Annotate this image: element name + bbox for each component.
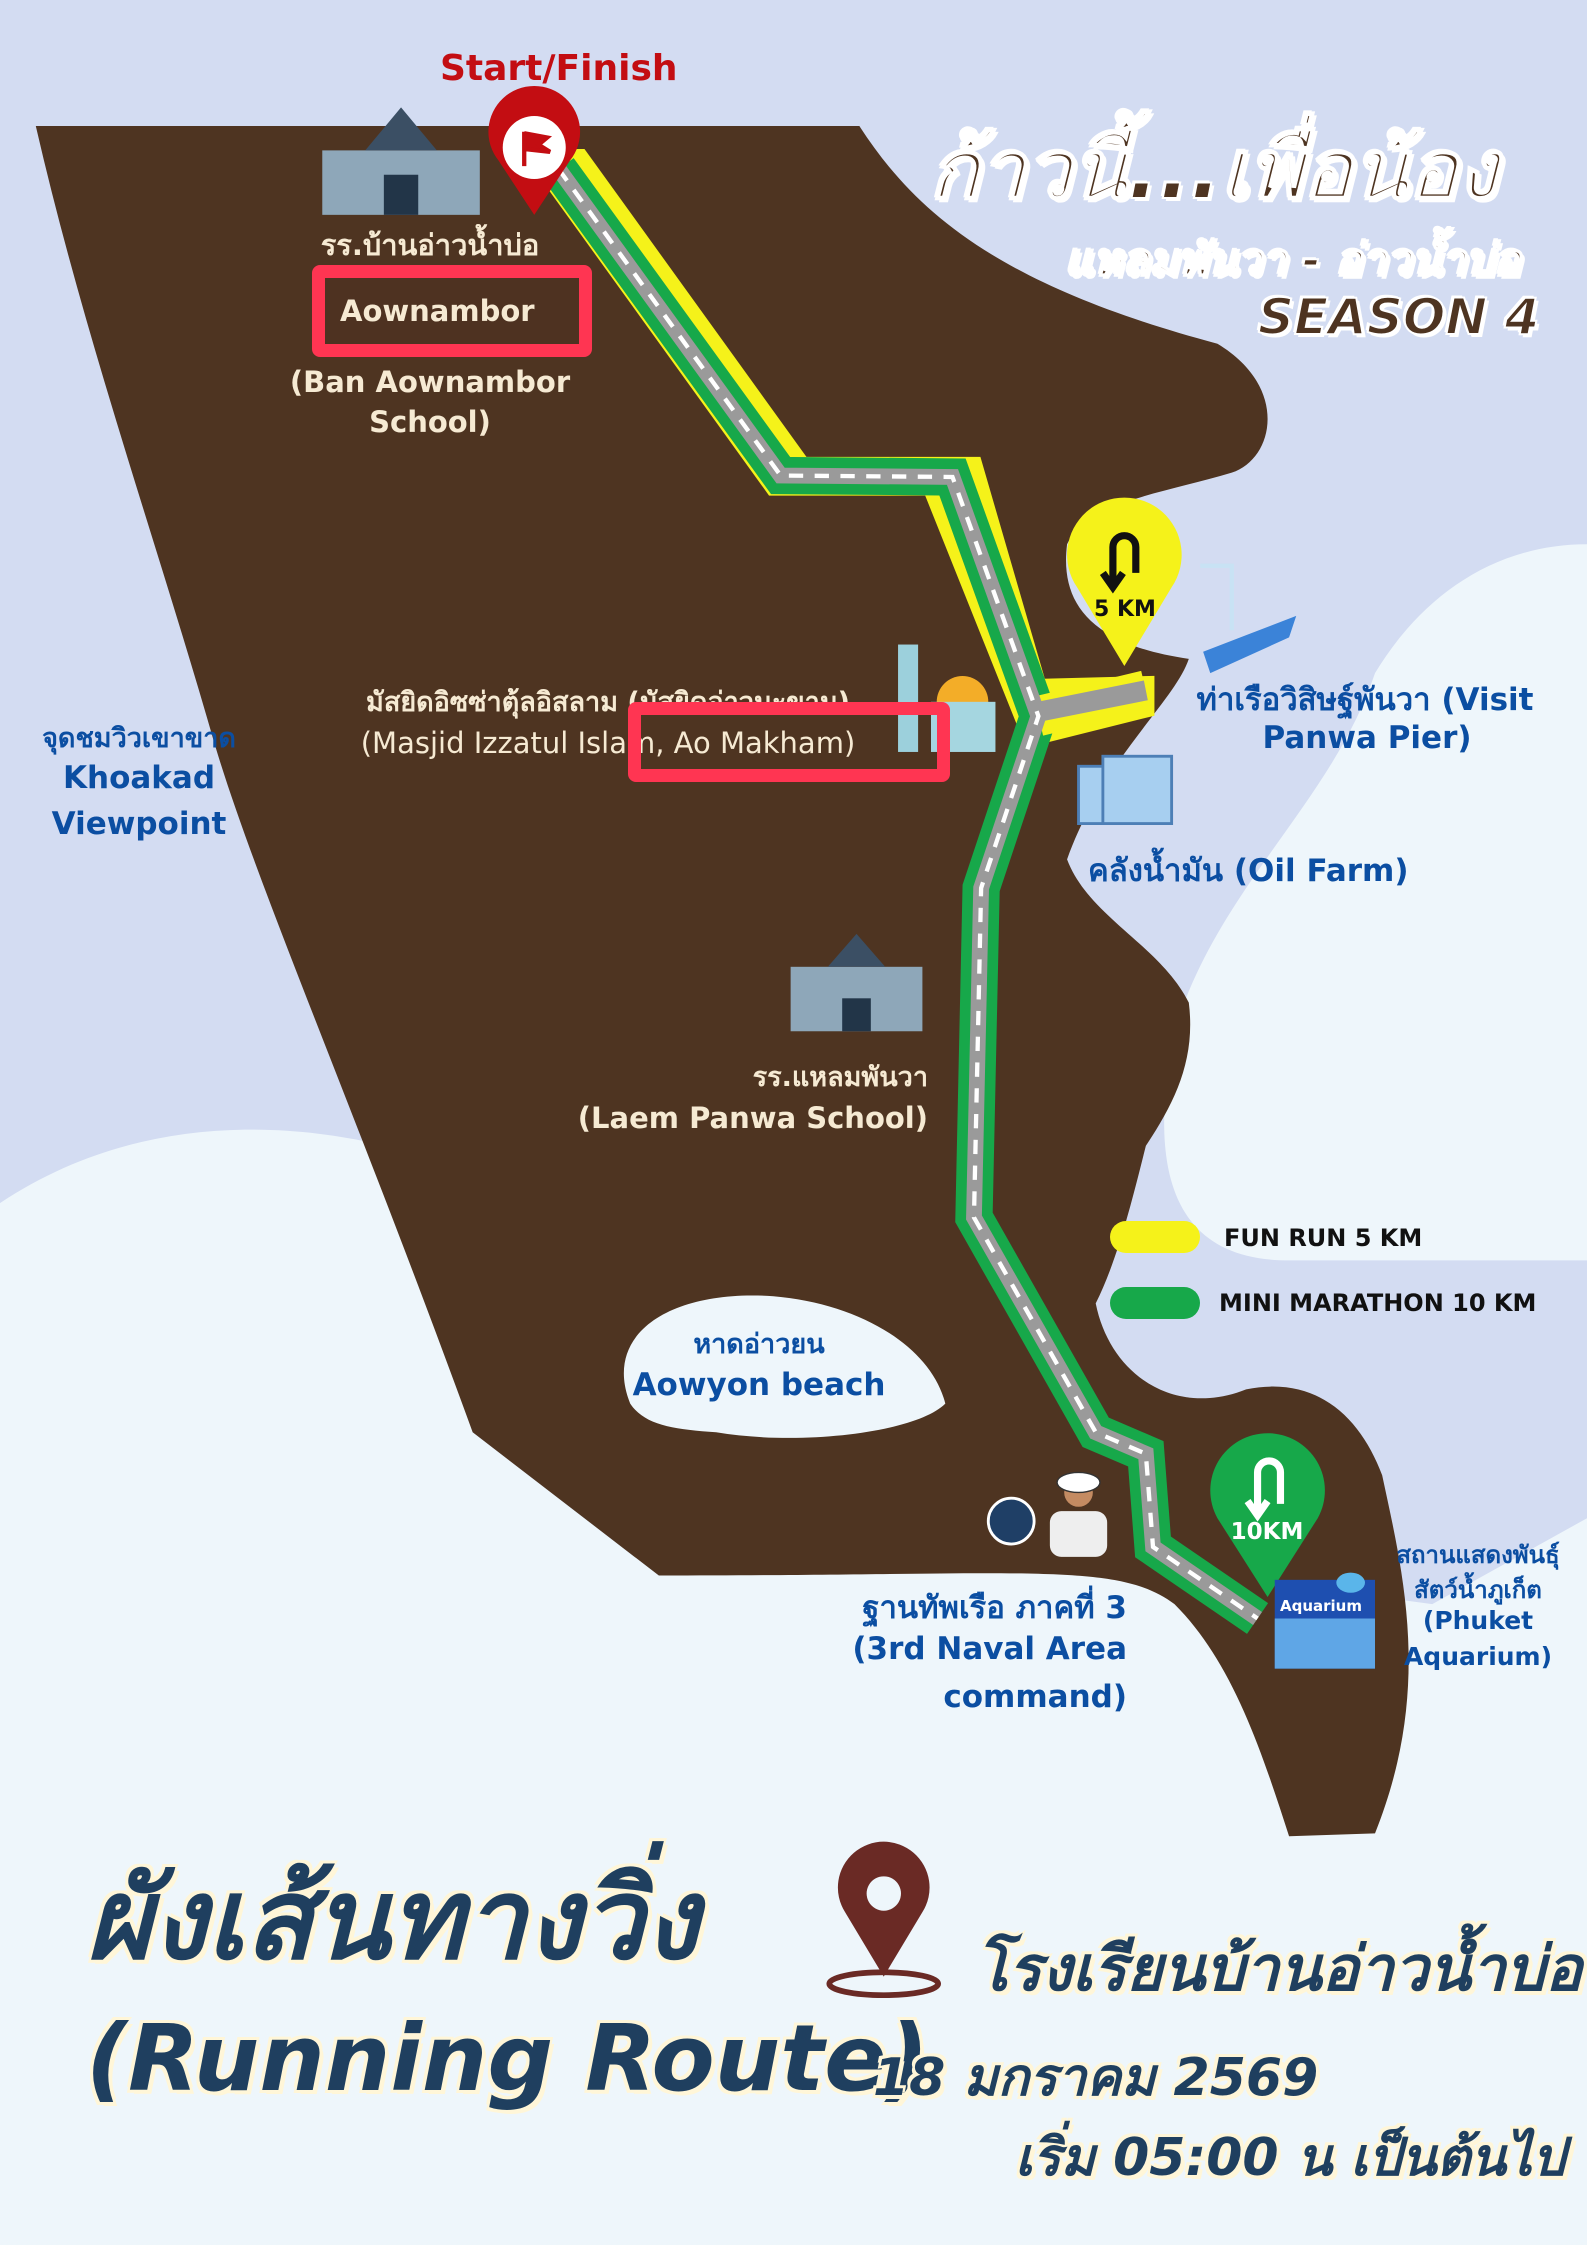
viewpoint-en1: Khoakad [62,760,216,796]
aowyon-th: หาดอ่าวยน [693,1329,825,1360]
event-subtitle: แหลมพันวา - อ่าวน้ำบ่อ [1064,234,1522,287]
start-time: เริ่ม 05:00 น เป็นต้นไป [1015,2128,1566,2188]
turn-10km-pin [1210,1433,1325,1598]
pier-ship-icon [1200,563,1297,674]
school-start-th: รร.บ้านอ่าวน้ำบ่อ [320,228,540,262]
aquarium-en2: Aquarium) [1403,1642,1553,1671]
panwa-school-th: รร.แหลมพันวา [752,1062,928,1093]
highlight-text-aownambor: Aownambor [340,294,535,328]
highlight-box-school [312,265,592,357]
pier-line1: ท่าเรือวิสิษฐ์พันวา (Visit [1196,682,1534,718]
naval-en2: command) [943,1679,1127,1715]
legend-swatch-mini-marathon [1110,1287,1200,1319]
event-title: ก้าวนี้...เพื่อน้อง [929,122,1499,219]
aquarium-en1: (Phuket [1422,1606,1534,1635]
route-10km [543,158,1269,1634]
panwa-school-en: (Laem Panwa School) [577,1101,928,1135]
event-date: 18 มกราคม 2569 [873,2048,1319,2108]
venue-label: โรงเรียนบ้านอ่าวน้ำบ่อ [975,1932,1583,2005]
light-sea-area [0,1129,1587,2245]
start-finish-label: Start/Finish [440,48,678,89]
naval-th: ฐานทัพเรือ ภาคที่ 3 [862,1590,1127,1626]
aquarium-icon [1274,1572,1376,1669]
aowyon-en: Aowyon beach [632,1367,886,1403]
turn-5km-label: 5 KM [1094,597,1156,622]
school-icon-panwa [790,933,923,1032]
light-sea-right [1164,544,1587,1261]
pier-line2: Panwa Pier) [1262,720,1472,756]
school-icon-start [322,107,480,215]
viewpoint-en2: Viewpoint [51,806,227,842]
legend-swatch-fun-run [1110,1221,1200,1253]
aquarium-sign: Aquarium [1280,1597,1362,1615]
oil-farm-label: คลังน้ำมัน (Oil Farm) [1088,853,1409,889]
turn-5km-pin [1067,497,1182,667]
mosque-en: (Masjid Izzatul Islam, Ao Makham) [360,726,856,760]
start-finish-pin [488,85,581,215]
highlight-box-mosque [628,702,950,782]
aquarium-th1: สถานแสดงพันธุ์ [1396,1541,1560,1569]
pin-shadow [826,1969,942,1999]
school-start-en2: School) [369,405,491,439]
footer-title-en: (Running Route) [86,2005,929,2112]
legend-label-fun-run: FUN RUN 5 KM [1224,1224,1423,1252]
oil-tank-icon [1077,754,1174,826]
footer-title-th: ผังเส้นทางวิ่ง [86,1855,699,1985]
naval-icon [986,1471,1108,1557]
location-pin-icon [837,1841,930,1977]
aowyon-bay [623,1295,946,1438]
turn-10km-label: 10KM [1230,1519,1304,1545]
event-season: SEASON 4 [1257,287,1540,347]
school-start-en1: (Ban Aownambor [289,365,571,399]
naval-en1: (3rd Naval Area [852,1631,1127,1667]
aquarium-th2: สัตว์น้ำภูเก็ต [1414,1576,1542,1604]
legend-label-mini-marathon: MINI MARATHON 10 KM [1219,1289,1537,1317]
viewpoint-th: จุดชมวิวเขาขาด [42,723,236,754]
